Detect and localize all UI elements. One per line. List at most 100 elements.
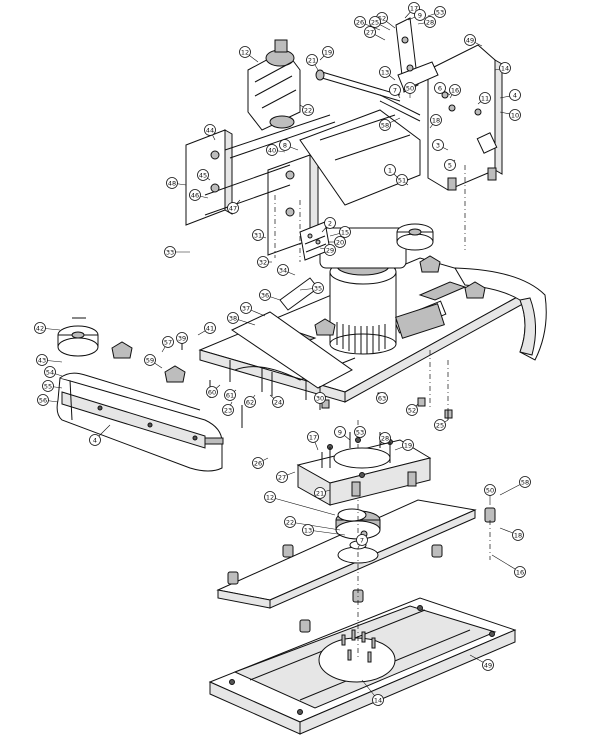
callout-number: 9 <box>338 429 342 437</box>
callout-bubble <box>379 119 391 131</box>
callout-number: 11 <box>481 95 489 103</box>
callout-number: 22 <box>304 107 312 115</box>
callout-24: 3 <box>432 139 449 151</box>
callout-bubble <box>264 491 276 503</box>
callout-14: 7 <box>389 84 401 99</box>
callout-number: 13 <box>304 527 312 535</box>
callout-63: 63 <box>376 392 388 404</box>
callout-51: 43 <box>36 354 63 366</box>
callout-number: 50 <box>486 487 494 495</box>
callout-number: 55 <box>44 383 52 391</box>
callout-number: 16 <box>451 87 459 95</box>
callout-12: 22 <box>299 104 314 116</box>
callout-number: 58 <box>521 479 529 487</box>
callout-27: 8 <box>279 139 299 151</box>
callout-number: 32 <box>259 259 267 267</box>
callout-bubble <box>434 419 446 431</box>
callout-leader <box>307 529 346 536</box>
bumper-bar <box>56 372 224 472</box>
callout-67: 27 <box>276 471 296 483</box>
callout-bubble <box>284 516 296 528</box>
callout-number: 12 <box>266 494 274 502</box>
callout-bubble <box>434 82 446 94</box>
callout-40: 31 <box>252 229 267 241</box>
pad-studs <box>341 629 376 663</box>
callout-bubble <box>204 124 216 136</box>
callout-21: 4 <box>499 89 521 101</box>
callout-bubble <box>364 26 376 38</box>
callout-bubble <box>484 484 496 496</box>
callout-7: 53 <box>427 6 446 18</box>
callout-bubble <box>272 396 284 408</box>
callout-bubble <box>222 404 234 416</box>
callout-number: 28 <box>381 435 389 443</box>
callout-number: 49 <box>466 37 474 45</box>
callout-number: 22 <box>286 519 294 527</box>
callout-bubble <box>434 6 446 18</box>
callout-70: 53 <box>354 426 366 439</box>
callout-number: 58 <box>381 122 389 130</box>
callout-75: 22 <box>284 516 341 531</box>
callout-76: 13 <box>302 524 346 536</box>
callout-bubble <box>372 694 384 706</box>
callout-bubble <box>252 229 264 241</box>
callout-number: 47 <box>229 205 237 213</box>
callout-72: 19 <box>394 439 414 451</box>
callout-bubble <box>36 354 48 366</box>
callout-number: 52 <box>408 407 416 415</box>
callout-33: 48 <box>166 177 187 189</box>
callout-77: 7 <box>356 534 368 549</box>
callout-number: 53 <box>436 9 444 17</box>
callout-number: 19 <box>324 49 332 57</box>
callout-bubble <box>204 322 216 334</box>
callout-bubble <box>302 104 314 116</box>
callout-bubble <box>324 244 336 256</box>
callout-bubble <box>307 431 319 443</box>
callout-34: 51 <box>396 174 409 186</box>
callout-number: 13 <box>381 69 389 77</box>
callout-3: 26 <box>354 16 381 31</box>
callout-29: 44 <box>204 124 216 141</box>
belt-strip <box>230 277 353 389</box>
callout-number: 6 <box>438 85 442 93</box>
callout-22: 10 <box>499 109 521 121</box>
motor-fins <box>336 322 386 354</box>
knobs <box>111 255 486 383</box>
callout-43: 34 <box>277 264 296 276</box>
callout-17: 18 <box>429 114 442 129</box>
callout-number: 27 <box>278 474 286 482</box>
callout-bubble <box>277 264 289 276</box>
callout-19: 49 <box>464 34 483 47</box>
callout-number: 59 <box>146 357 154 365</box>
callout-number: 41 <box>206 325 214 333</box>
callout-bubble <box>356 534 368 546</box>
callout-54: 56 <box>37 394 59 406</box>
callout-61: 24 <box>269 394 284 408</box>
callout-bubble <box>424 16 436 28</box>
callout-62: 30 <box>314 388 326 404</box>
callout-bubble <box>334 236 346 248</box>
callout-number: 33 <box>166 249 174 257</box>
callout-number: 24 <box>274 399 282 407</box>
callout-bubble <box>379 66 391 78</box>
callout-58: 61 <box>224 389 237 401</box>
callout-bubble <box>227 312 239 324</box>
callout-37: 15 <box>329 226 351 238</box>
callout-bubble <box>354 16 366 28</box>
callout-bubble <box>312 282 324 294</box>
callout-bubble <box>432 139 444 151</box>
callout-bubble <box>324 217 336 229</box>
callout-81: 16 <box>491 554 526 578</box>
callout-bubble <box>44 366 56 378</box>
callout-26: 6 <box>434 82 451 96</box>
callout-9: 19 <box>319 46 334 61</box>
callout-number: 61 <box>226 392 234 400</box>
callout-number: 60 <box>208 389 216 397</box>
callout-number: 14 <box>374 697 382 705</box>
callout-bubble <box>369 16 381 28</box>
callout-bubble <box>197 169 209 181</box>
callout-32: 47 <box>227 199 241 214</box>
callout-49: 41 <box>197 322 216 336</box>
callout-number: 17 <box>309 434 317 442</box>
callout-23: 11 <box>477 92 491 105</box>
